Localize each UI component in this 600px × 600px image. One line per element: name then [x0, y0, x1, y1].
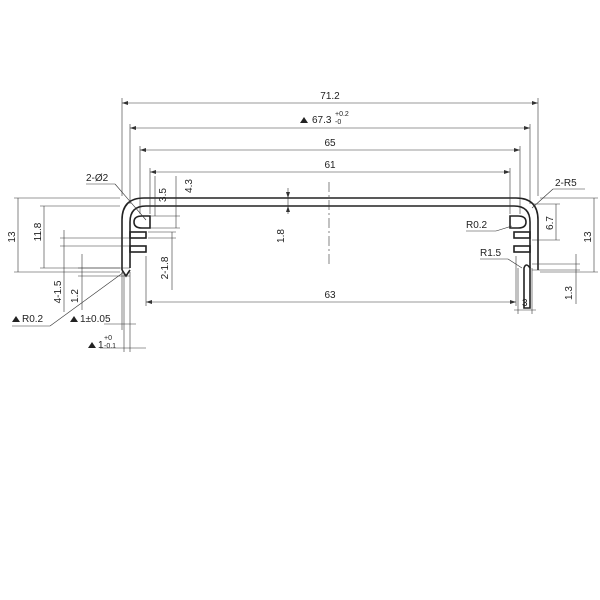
dim-1-pm: 1±0.05 [80, 314, 111, 325]
dim-tol-width-minus: -0 [335, 119, 341, 126]
right-foot [523, 264, 531, 309]
right-slot-2 [513, 245, 531, 253]
dim-tol-width-plus: +0.2 [335, 111, 349, 118]
holes-callout: 2-Ø2 [86, 173, 147, 221]
inner-shell [129, 205, 531, 268]
top-dimensions: 71.2 67.3 +0.2 -0 65 61 [121, 91, 539, 214]
dim-63: 63 [324, 290, 336, 301]
dim-2-1-8: 2-1.8 [160, 256, 171, 279]
dim-1-tol: 1 [98, 340, 104, 351]
radius-callout: 2-R5 [531, 178, 585, 209]
right-screw-slot [509, 215, 527, 229]
left-screw-slot [133, 215, 151, 229]
dim-tol-width: 67.3 [312, 115, 332, 126]
dim-3-5: 3.5 [158, 188, 169, 202]
right-dimensions: R0.2 6.7 13 R1.5 1.3 3 [466, 197, 598, 314]
dim-1-tol-plus: +0 [104, 335, 112, 342]
dim-13-right: 13 [583, 231, 594, 243]
dim-inner-61: 61 [324, 160, 336, 171]
left-dimensions: 13 11.8 4-1.5 1.2 R0.2 1±0.05 1 +0 -0.1 [7, 197, 146, 352]
right-slot-1 [513, 231, 531, 239]
dim-6-7: 6.7 [545, 216, 556, 230]
dim-1-3: 1.3 [564, 286, 575, 300]
profile-outline [121, 197, 539, 309]
dim-1-8: 1.8 [276, 229, 287, 243]
left-foot [121, 269, 131, 278]
bottom-dimension: 63 2-1.8 [145, 231, 517, 306]
dim-r1-5: R1.5 [480, 248, 502, 259]
dim-r0-2-right: R0.2 [466, 220, 488, 231]
left-slot-1 [129, 231, 147, 239]
dim-11-8: 11.8 [33, 222, 44, 241]
left-slot-2 [129, 245, 147, 253]
dim-1-tol-minus: -0.1 [104, 343, 116, 350]
dim-13-left: 13 [7, 231, 18, 243]
dim-holes: 2-Ø2 [86, 173, 109, 184]
dim-inner-65: 65 [324, 138, 336, 149]
dim-3: 3 [522, 298, 528, 309]
dim-radius-r5: 2-R5 [555, 178, 577, 189]
upper-small-dims: 3.5 4.3 1.8 [150, 176, 290, 243]
dim-4-1-5: 4-1.5 [53, 280, 64, 303]
dim-4-3: 4.3 [184, 179, 195, 193]
dim-1-2: 1.2 [70, 289, 81, 303]
outer-shell [121, 197, 539, 270]
dim-overall-width: 71.2 [320, 91, 340, 102]
dim-r0-2-left: R0.2 [22, 314, 44, 325]
